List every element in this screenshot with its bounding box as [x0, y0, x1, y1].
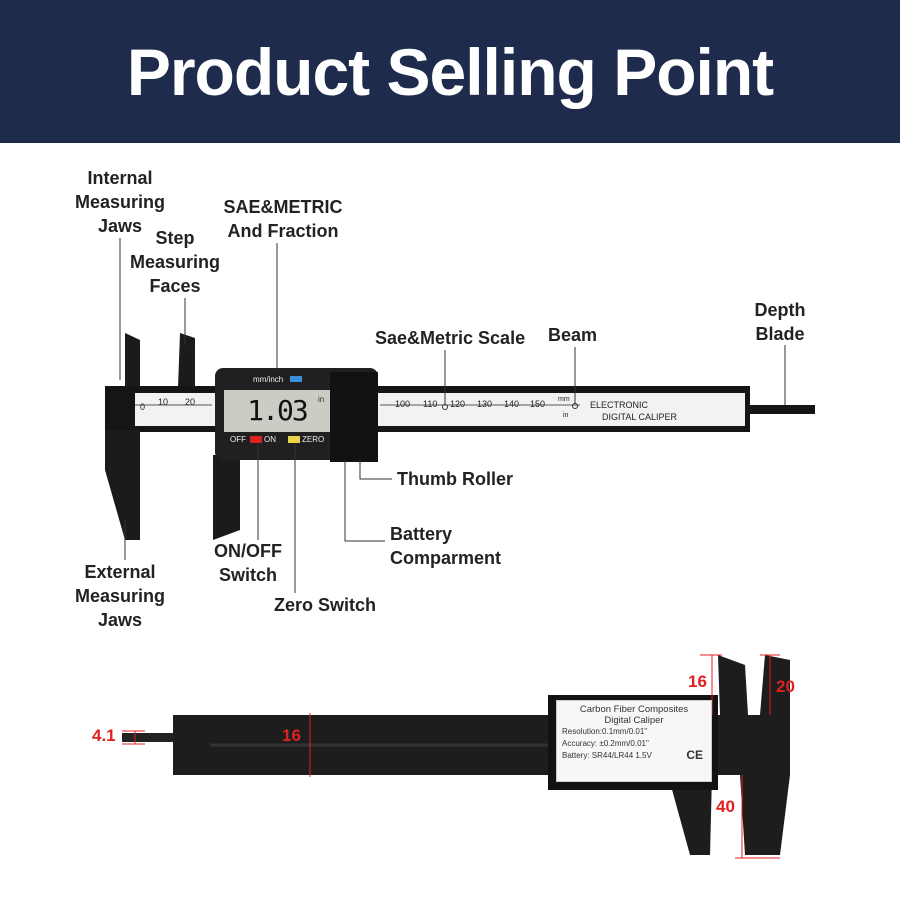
- brand-line1: ELECTRONIC: [590, 400, 649, 410]
- brand-line2: DIGITAL CALIPER: [602, 412, 678, 422]
- ce-mark: CE: [686, 748, 703, 762]
- plate-battery: Battery: SR44/LR44 1.5V: [562, 751, 652, 760]
- zero-label: ZERO: [302, 435, 325, 444]
- header-banner: Product Selling Point: [0, 0, 900, 143]
- mm-label: mm: [558, 396, 570, 403]
- off-label: OFF: [230, 435, 246, 444]
- on-label: ON: [264, 435, 276, 444]
- plate-subtitle: Digital Caliper: [604, 715, 664, 726]
- dim-jaw-inner: 16: [688, 672, 707, 691]
- scale-number: 150: [530, 399, 546, 409]
- label-zero-switch: Zero Switch: [274, 595, 377, 615]
- caliper-top: [105, 333, 815, 540]
- scale-number: 0: [140, 402, 146, 412]
- scale-number: 110: [423, 399, 438, 409]
- in-label: in: [563, 412, 569, 419]
- leader-lines: [119, 238, 786, 593]
- scale-number: 10: [158, 397, 169, 407]
- zero-button[interactable]: [288, 436, 300, 443]
- scale-number: 100: [395, 399, 411, 409]
- label-beam: Beam: [548, 325, 598, 345]
- on-off-button[interactable]: [250, 436, 262, 443]
- dim-blade: 4.1: [92, 726, 116, 745]
- dim-jaw-outer: 40: [716, 797, 735, 816]
- unit-indicator: in: [318, 395, 325, 404]
- plate-resolution: Resolution:0.1mm/0.01": [562, 727, 648, 736]
- label-scale: Sae&Metric Scale: [375, 328, 526, 348]
- spec-plate: Carbon Fiber Composites Digital Caliper …: [556, 700, 712, 782]
- scale-number: 120: [450, 399, 466, 409]
- dim-beam: 16: [282, 726, 301, 745]
- scale-number: 140: [504, 399, 520, 409]
- dimension-lines: [122, 654, 780, 859]
- scale-number: 130: [477, 399, 493, 409]
- scale-number: 20: [185, 397, 196, 407]
- dim-jaw-top: 20: [776, 677, 795, 696]
- plate-accuracy: Accuracy: ±0.2mm/0.01": [562, 739, 649, 748]
- plate-title: Carbon Fiber Composites: [579, 704, 689, 715]
- label-thumb-roller: Thumb Roller: [397, 469, 513, 489]
- lcd-display: 1.03: [224, 390, 330, 432]
- page-title: Product Selling Point: [126, 34, 774, 109]
- mode-button[interactable]: [290, 376, 302, 382]
- mode-button-label: mm/inch: [253, 375, 284, 384]
